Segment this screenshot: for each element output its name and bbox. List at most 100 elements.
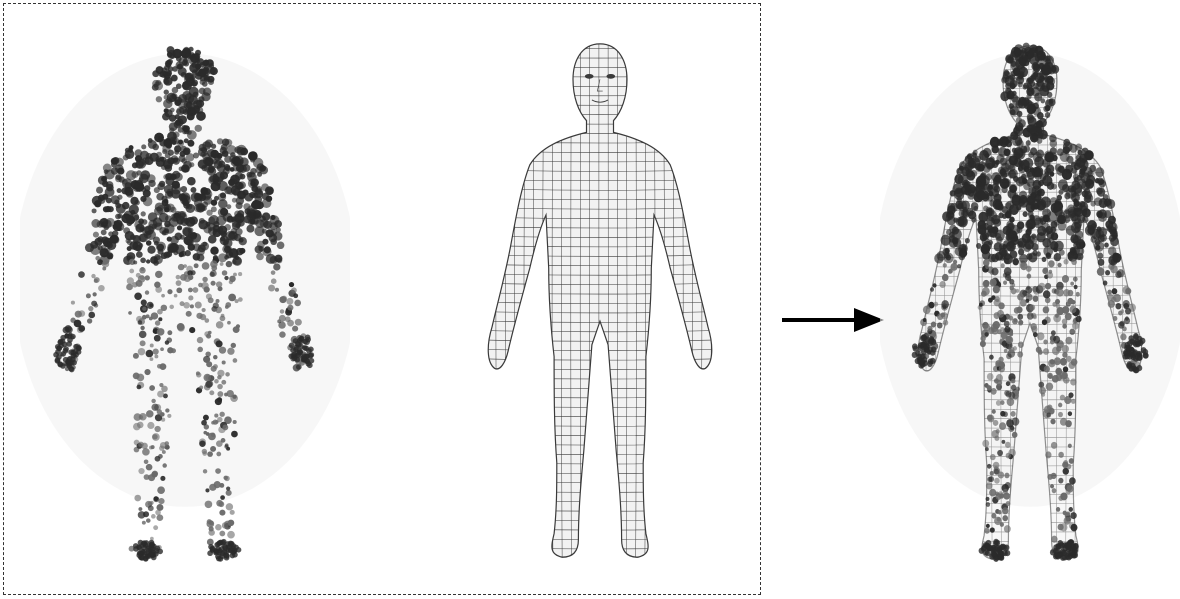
scan-point-cluster: [216, 556, 222, 562]
scan-point-cluster: [1044, 76, 1050, 82]
scan-point: [1056, 507, 1060, 512]
scan-point: [196, 372, 201, 377]
scan-point: [1043, 306, 1050, 313]
scan-point: [213, 255, 218, 260]
scan-point: [952, 227, 959, 235]
scan-point: [1041, 196, 1051, 207]
scan-point-cluster: [55, 357, 61, 363]
scan-point: [183, 194, 188, 199]
scan-point: [997, 450, 1003, 456]
scan-point: [991, 215, 1000, 225]
scan-point-cluster: [998, 554, 1004, 560]
scan-point: [207, 451, 213, 457]
scan-point: [1002, 515, 1008, 521]
scan-point: [1046, 252, 1051, 257]
scan-point: [219, 347, 226, 354]
mesh-edge: [533, 38, 534, 569]
scan-point: [1051, 203, 1060, 213]
scan-point: [978, 226, 986, 234]
scan-point: [1104, 243, 1109, 248]
scan-point: [1039, 387, 1046, 395]
scan-point: [1036, 232, 1045, 242]
scan-point: [138, 507, 142, 511]
scan-point: [181, 158, 187, 164]
scan-point: [990, 454, 996, 460]
scan-point: [975, 181, 981, 187]
mesh-edge: [477, 38, 479, 569]
scan-point: [78, 271, 85, 278]
scan-point: [1060, 395, 1065, 401]
scan-point: [219, 510, 225, 516]
scan-point: [1070, 282, 1074, 286]
scan-point: [78, 310, 85, 317]
scan-point: [211, 366, 217, 372]
scan-point: [95, 256, 100, 261]
scan-point: [155, 510, 161, 516]
scan-point: [1110, 265, 1118, 273]
scan-point-cluster: [913, 345, 919, 351]
scan-point: [187, 177, 196, 185]
scan-point: [186, 204, 195, 213]
scan-point: [1108, 216, 1116, 225]
scan-point: [1067, 485, 1074, 492]
scan-point: [1014, 307, 1020, 314]
mesh-edge: [672, 38, 673, 569]
scan-point: [1063, 460, 1068, 466]
scan-point: [1000, 157, 1008, 165]
scan-point: [248, 178, 258, 188]
scan-point: [941, 300, 949, 308]
scan-point: [987, 385, 992, 390]
mesh-edge: [465, 528, 735, 530]
scan-point-cluster: [1011, 61, 1017, 67]
scan-point: [923, 318, 927, 322]
scan-point: [162, 463, 167, 467]
scan-point: [152, 70, 159, 77]
scan-point: [239, 248, 245, 254]
scan-point: [1006, 453, 1011, 459]
scan-point: [1009, 217, 1015, 223]
scan-point: [985, 447, 989, 451]
scan-point: [231, 228, 237, 234]
scan-point: [991, 324, 999, 332]
scan-point: [196, 194, 203, 201]
scan-point: [1017, 81, 1022, 87]
scan-point: [224, 186, 232, 194]
mesh-edge: [465, 481, 735, 483]
mesh-edge: [465, 368, 735, 370]
scan-point: [217, 375, 222, 379]
scan-point: [965, 238, 970, 243]
scan-point: [167, 289, 172, 294]
scan-point: [222, 270, 228, 275]
scan-point: [220, 495, 225, 500]
scan-point: [157, 328, 165, 336]
scan-point: [976, 167, 981, 172]
scan-point: [1010, 131, 1018, 140]
scan-point: [210, 446, 216, 452]
scan-point: [136, 374, 144, 382]
scan-point-cluster: [924, 343, 930, 349]
scan-point: [1043, 348, 1049, 355]
scan-point-cluster: [1039, 75, 1045, 81]
scan-point: [144, 459, 149, 464]
scan-point: [202, 277, 207, 282]
scan-point: [212, 159, 217, 164]
scan-point: [979, 303, 983, 307]
scan-point: [187, 130, 192, 135]
scan-point: [215, 420, 219, 424]
scan-point: [236, 202, 243, 209]
scan-point: [988, 254, 996, 263]
scan-point: [279, 331, 285, 337]
scan-point: [151, 399, 155, 403]
scan-point: [215, 340, 222, 347]
scan-point: [1033, 152, 1042, 162]
scan-point: [1063, 366, 1068, 372]
scan-point: [227, 531, 235, 539]
scan-point: [206, 294, 212, 300]
scan-point-cluster: [1045, 58, 1051, 64]
scan-point: [215, 468, 221, 474]
scan-point: [217, 391, 223, 397]
scan-point: [1033, 107, 1041, 116]
scan-point: [87, 318, 92, 323]
scan-point: [216, 321, 224, 328]
scan-point: [1030, 133, 1039, 143]
